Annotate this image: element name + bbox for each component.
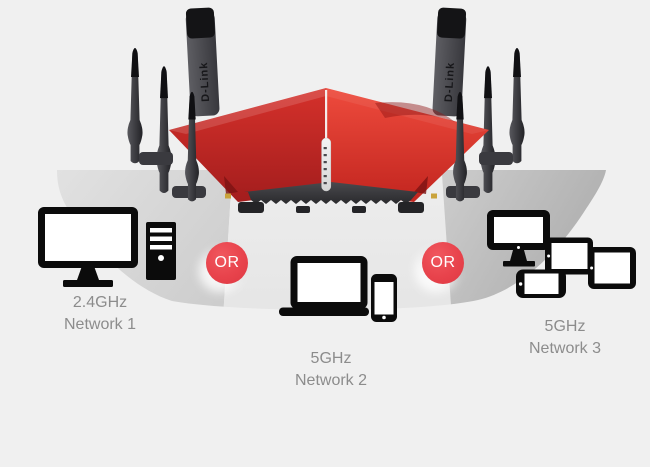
network-freq: 2.4GHz xyxy=(72,294,128,311)
smartphone-icon xyxy=(371,274,397,322)
or-badge-label: OR xyxy=(214,254,240,271)
router-antenna-icon xyxy=(509,48,525,164)
antenna-connector xyxy=(431,193,437,199)
network-name: Network 3 xyxy=(528,339,602,357)
desktop-monitor-icon xyxy=(38,207,138,287)
antenna-elbow xyxy=(139,152,173,165)
router-foot xyxy=(398,202,424,213)
tablet-icon xyxy=(588,247,636,289)
smartphone-landscape-icon xyxy=(516,269,566,298)
router-foot xyxy=(238,202,264,213)
or-badge-label: OR xyxy=(430,254,456,271)
brand-text: D-Link xyxy=(443,62,457,103)
network1-devices xyxy=(38,207,176,287)
led-strip xyxy=(321,90,332,192)
network-freq: 5GHz xyxy=(544,318,586,335)
laptop-icon xyxy=(279,256,369,316)
network-name: Network 2 xyxy=(294,371,368,389)
network3-devices xyxy=(487,210,636,298)
antenna-elbow xyxy=(479,152,513,165)
monitor-icon xyxy=(487,210,550,267)
tablet-landscape-icon xyxy=(545,237,593,275)
tower-pc-icon xyxy=(146,222,176,280)
router-foot xyxy=(352,206,366,213)
router-antenna-icon xyxy=(127,48,143,164)
network3-label: 5GHz Network 3 xyxy=(485,316,645,359)
network-name: Network 1 xyxy=(63,315,137,333)
or-badge-2: OR xyxy=(422,242,464,284)
brand-text: D-Link xyxy=(198,61,212,102)
network2-label: 5GHz Network 2 xyxy=(251,348,411,391)
router-foot xyxy=(296,206,310,213)
wifi-router: D-Link D-Link xyxy=(127,7,525,213)
or-badge-1: OR xyxy=(206,242,248,284)
network1-label: 2.4GHz Network 1 xyxy=(20,292,180,335)
router-base xyxy=(244,182,418,204)
router-big-antenna-right: D-Link xyxy=(432,7,467,117)
antenna-connector xyxy=(225,193,231,199)
network2-devices xyxy=(279,256,397,322)
network-freq: 5GHz xyxy=(310,350,352,367)
router-big-antenna-left: D-Link xyxy=(185,7,220,117)
router-body xyxy=(169,88,489,202)
